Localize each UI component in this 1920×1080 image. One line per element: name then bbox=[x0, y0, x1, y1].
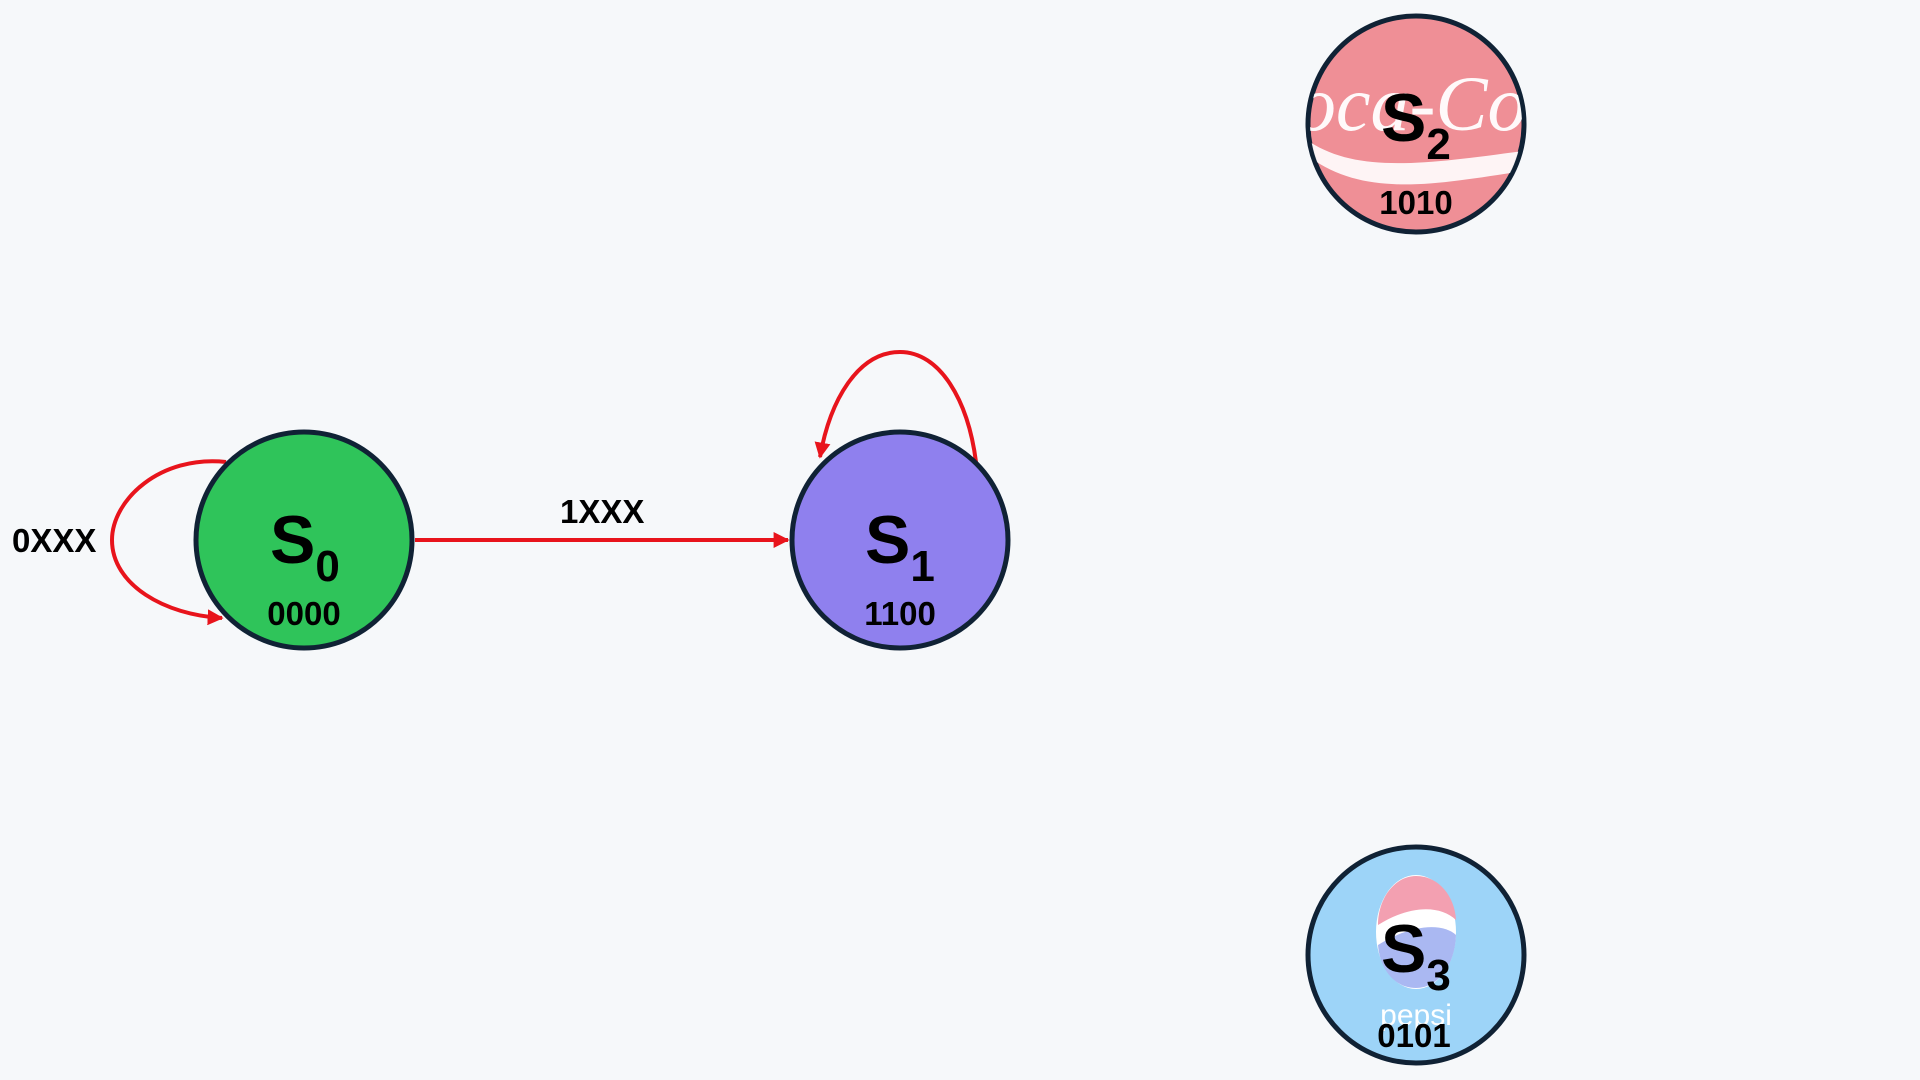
state-s0-label: S0 bbox=[270, 502, 340, 591]
coca-cola-wave bbox=[1310, 135, 1522, 185]
state-s2-label: S2 bbox=[1381, 80, 1451, 169]
state-s2[interactable]: Coca-Cola S2 1010 bbox=[1245, 13, 1587, 235]
state-s1-circle bbox=[789, 429, 1011, 651]
state-s1-code: 1100 bbox=[864, 595, 936, 632]
pepsi-logo-red bbox=[1378, 876, 1456, 925]
state-s0[interactable]: S0 0000 bbox=[193, 429, 415, 651]
coca-cola-logo: Coca-Cola bbox=[1245, 60, 1587, 185]
pepsi-logo: pepsi bbox=[1376, 875, 1456, 1032]
state-s2-code: 1010 bbox=[1379, 184, 1452, 221]
transition-label-s0-to-s1: 1XXX bbox=[560, 493, 644, 530]
state-s0-circle bbox=[193, 429, 415, 651]
state-s3-code: 0101 bbox=[1377, 1017, 1450, 1054]
self-loop-arrow-s1 bbox=[814, 349, 978, 463]
svg-text:Coca-Cola: Coca-Cola bbox=[1245, 60, 1587, 147]
state-s0-code: 0000 bbox=[267, 595, 340, 632]
state-s1-label: S1 bbox=[865, 502, 935, 591]
svg-text:pepsi: pepsi bbox=[1380, 999, 1452, 1032]
state-s1[interactable]: S1 1100 bbox=[789, 429, 1011, 651]
transition-label-s0-self: 0XXX bbox=[12, 522, 96, 559]
state-s3-label: S3 bbox=[1381, 911, 1451, 1000]
pepsi-logo-blue bbox=[1378, 927, 1456, 988]
self-loop-arrow-s0 bbox=[109, 459, 227, 626]
transition-s0-self-loop bbox=[109, 459, 227, 626]
transition-s1-self-loop bbox=[814, 349, 978, 463]
state-s3[interactable]: pepsi S3 0101 bbox=[1305, 844, 1527, 1066]
